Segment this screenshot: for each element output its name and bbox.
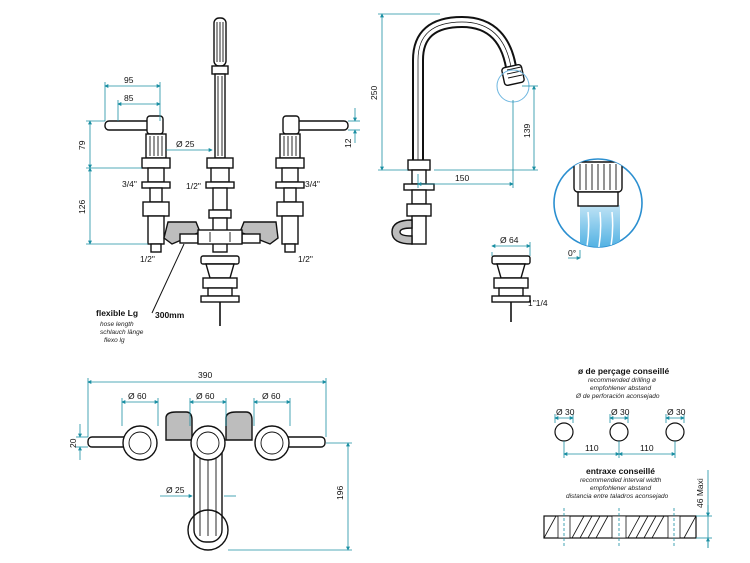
front-dimensions: 95 85 79 126 12 Ø 25 3/4" 1/2" 3/4" 1/2"… (77, 75, 360, 264)
outlet-right: 1/2" (298, 254, 313, 264)
drain-thread: 1"1/4 (528, 298, 548, 308)
interval-line2: empfohlener abstand (590, 485, 651, 492)
dim-12: 12 (343, 138, 353, 148)
dim-390: 390 (198, 370, 212, 380)
dim-d64: Ø 64 (500, 235, 519, 245)
drilling-line2: empfohlener abstand (590, 385, 651, 392)
top-view: 390 Ø 60 Ø 60 Ø 60 20 Ø 25 196 (68, 370, 352, 551)
hoses (163, 221, 279, 245)
hole-2: Ø 30 (611, 407, 630, 417)
hose-title: flexible Lg (96, 308, 138, 318)
dim-196: 196 (335, 486, 345, 500)
hose-callout: flexible Lg 300mm hose length schlauch l… (96, 243, 185, 344)
left-valve (104, 115, 171, 253)
dim-250: 250 (369, 86, 379, 100)
spacing-1: 110 (585, 443, 599, 453)
drilling-line3: Ø de perforación aconsejado (575, 393, 660, 400)
right-valve (275, 115, 349, 253)
thread-left: 3/4" (122, 179, 137, 189)
outlet-left: 1/2" (140, 254, 155, 264)
interval-title: entraxe conseillé (586, 466, 655, 476)
front-view: 95 85 79 126 12 Ø 25 3/4" 1/2" 3/4" 1/2"… (77, 17, 360, 344)
dim-d60-right: Ø 60 (262, 391, 281, 401)
dim-79: 79 (77, 140, 87, 150)
interval-line1: recommended interval width (580, 477, 662, 484)
dim-150: 150 (455, 173, 469, 183)
hose-line2: schlauch länge (100, 329, 144, 336)
interval-line3: distancia entre taladros aconsejado (566, 493, 669, 500)
detail-angle: 0° (568, 248, 576, 258)
hole-1: Ø 30 (556, 407, 575, 417)
side-view: 250 139 150 Ø 64 1"1/4 (369, 13, 548, 322)
dim-d25-top: Ø 25 (166, 485, 185, 495)
hose-length: 300mm (155, 310, 185, 320)
dim-20: 20 (68, 438, 78, 448)
drilling-panel: ø de perçage conseillé recommended drill… (554, 366, 686, 458)
countertop-hatch (543, 515, 697, 539)
hose-line1: hose length (100, 321, 134, 328)
hole-3: Ø 30 (667, 407, 686, 417)
thread-right: 3/4" (305, 179, 320, 189)
dim-139: 139 (522, 124, 532, 138)
drilling-line1: recommended drilling ø (588, 377, 656, 384)
aerator-detail: 0° (553, 158, 643, 260)
spacing-2: 110 (640, 443, 654, 453)
max-thickness: 46 Maxi (695, 478, 705, 508)
drilling-title: ø de perçage conseillé (578, 366, 669, 376)
dim-d60-center: Ø 60 (196, 391, 215, 401)
dim-d25: Ø 25 (176, 139, 195, 149)
dim-d60-left: Ø 60 (128, 391, 147, 401)
thread-center: 1/2" (186, 181, 201, 191)
dim-126: 126 (77, 200, 87, 214)
front-drain (200, 255, 240, 326)
central-spout (205, 17, 235, 253)
dim-95: 95 (124, 75, 134, 85)
hose-line3: flexo lg (104, 337, 125, 344)
dim-85: 85 (124, 93, 134, 103)
interval-panel: entraxe conseillé recommended interval w… (543, 466, 712, 548)
